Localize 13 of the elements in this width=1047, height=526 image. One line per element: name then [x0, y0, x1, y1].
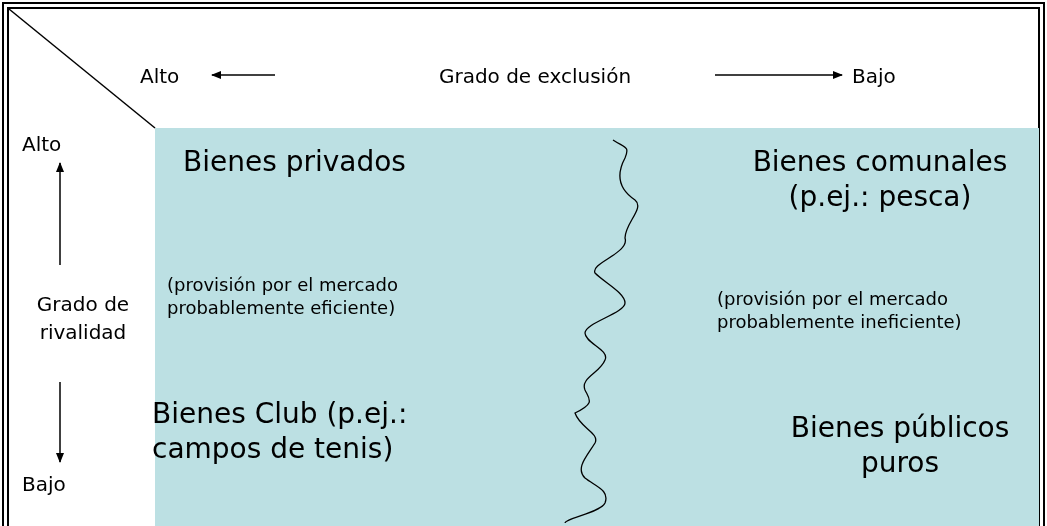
quadrant-note: (provisión por el mercado probablemente ineficiente)	[717, 288, 963, 333]
quadrant-heading: Bienes públicos puros	[789, 410, 1011, 480]
quadrant-heading: Bienes Club (p.ej.: campos de tenis)	[152, 396, 409, 466]
matrix-panel	[155, 128, 1039, 526]
quadrant-note: (provisión por el mercado probablemente eficiente)	[167, 274, 399, 319]
axis-label: Alto	[140, 63, 181, 90]
axis-label: Bajo	[22, 471, 67, 498]
axis-title: Grado de rivalidad	[35, 291, 131, 346]
axis-title: Grado de exclusión	[437, 63, 633, 90]
quadrant-heading: Bienes privados	[183, 144, 407, 179]
axis-label: Alto	[22, 131, 63, 158]
quadrant-heading: Bienes comunales (p.ej.: pesca)	[751, 144, 1009, 214]
axis-label: Bajo	[852, 63, 897, 90]
